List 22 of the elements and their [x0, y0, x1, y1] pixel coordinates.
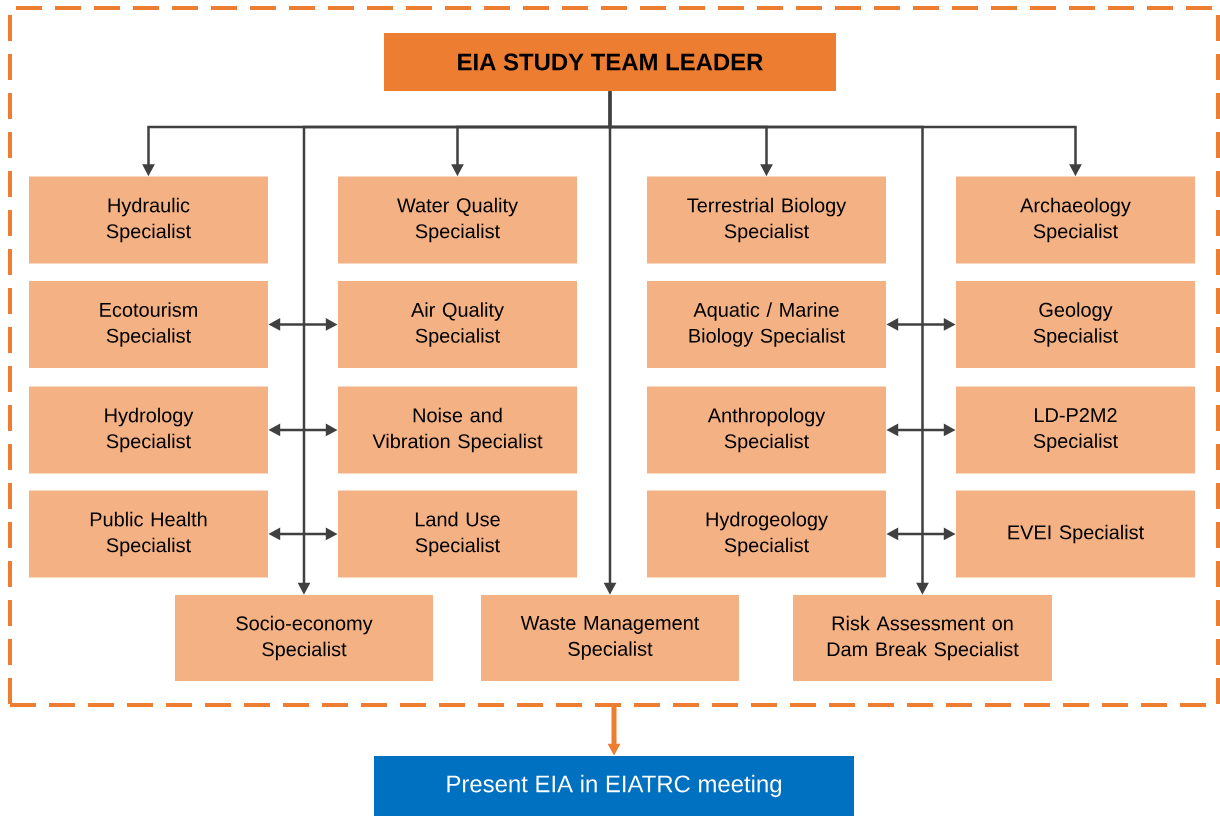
specialist-box: Public Health Specialist [29, 490, 268, 578]
leader-box: EIA STUDY TEAM LEADER [384, 33, 836, 91]
specialist-box: Hydrology Specialist [29, 386, 268, 474]
specialist-box: Aquatic / Marine Biology Specialist [647, 281, 886, 368]
frame-box [8, 6, 1220, 707]
specialist-box: Terrestrial Biology Specialist [647, 176, 886, 264]
specialist-box: Hydraulic Specialist [29, 176, 268, 264]
specialist-box: Waste Management Specialist [481, 595, 739, 681]
specialist-box: Ecotourism Specialist [29, 281, 268, 368]
specialist-box: Water Quality Specialist [338, 176, 577, 264]
specialist-box: Land Use Specialist [338, 490, 577, 578]
meeting-box: Present EIA in EIATRC meeting [374, 756, 854, 816]
specialist-box: Hydrogeology Specialist [647, 490, 886, 578]
specialist-box: Anthropology Specialist [647, 386, 886, 474]
specialist-box: EVEI Specialist [956, 490, 1195, 578]
specialist-box: Noise and Vibration Specialist [338, 386, 577, 474]
specialist-box: Air Quality Specialist [338, 281, 577, 368]
specialist-box: LD-P2M2 Specialist [956, 386, 1195, 474]
specialist-box: Geology Specialist [956, 281, 1195, 368]
specialist-box: Socio-economy Specialist [175, 595, 433, 681]
specialist-box: Archaeology Specialist [956, 176, 1195, 264]
specialist-box: Risk Assessment on Dam Break Specialist [793, 595, 1052, 681]
